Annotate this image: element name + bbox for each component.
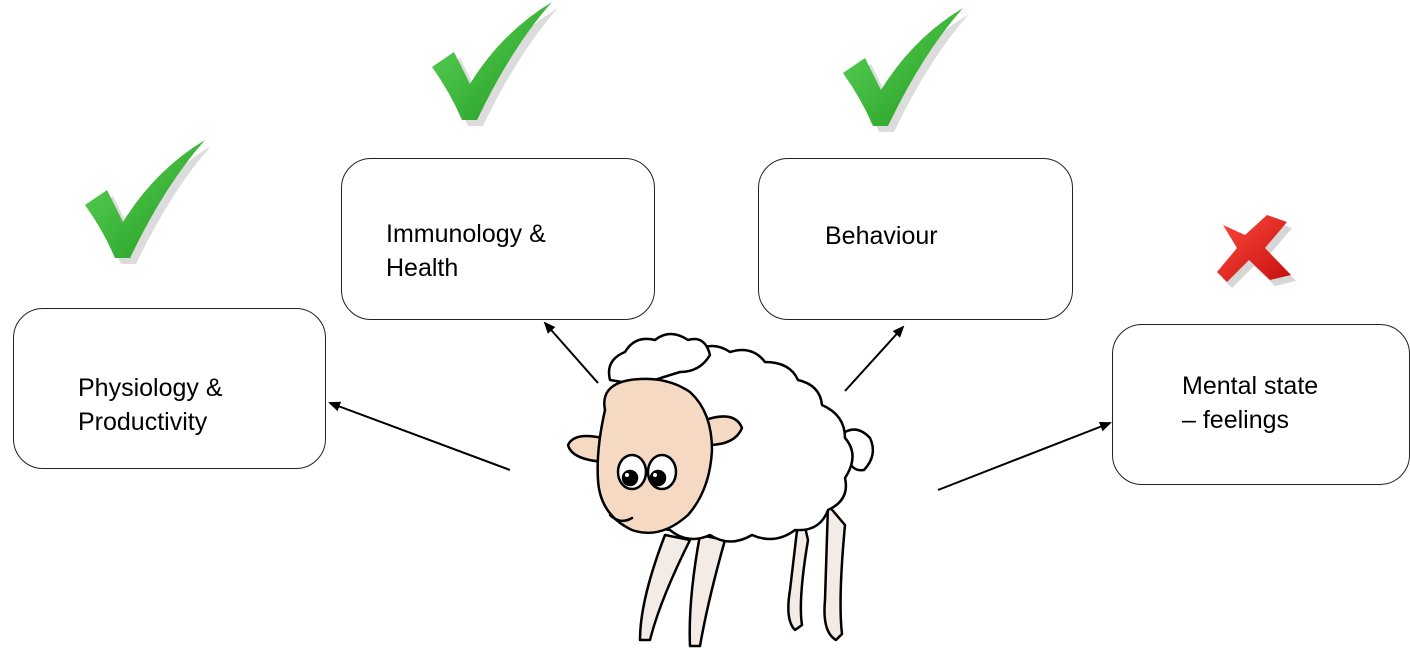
mental-state-box: Mental state – feelings	[1112, 324, 1410, 485]
arrow-to-physiology	[328, 401, 511, 471]
check-icon	[843, 8, 969, 132]
immunology-health-box: Immunology & Health	[341, 158, 655, 320]
physiology-productivity-label: Physiology & Productivity	[78, 374, 223, 436]
mental-state-label: Mental state – feelings	[1182, 372, 1319, 434]
arrow-to-immunology	[543, 321, 599, 384]
cross-icon	[1217, 215, 1296, 288]
check-icon	[85, 140, 211, 264]
behaviour-box: Behaviour	[758, 158, 1073, 320]
check-icon	[432, 2, 558, 126]
arrow-to-mental-state	[937, 421, 1112, 491]
arrow-to-behaviour	[844, 325, 905, 392]
sheep-illustration	[566, 332, 875, 648]
behaviour-label: Behaviour	[825, 222, 938, 250]
immunology-health-label: Immunology & Health	[386, 220, 546, 282]
physiology-productivity-box: Physiology & Productivity	[13, 308, 326, 469]
